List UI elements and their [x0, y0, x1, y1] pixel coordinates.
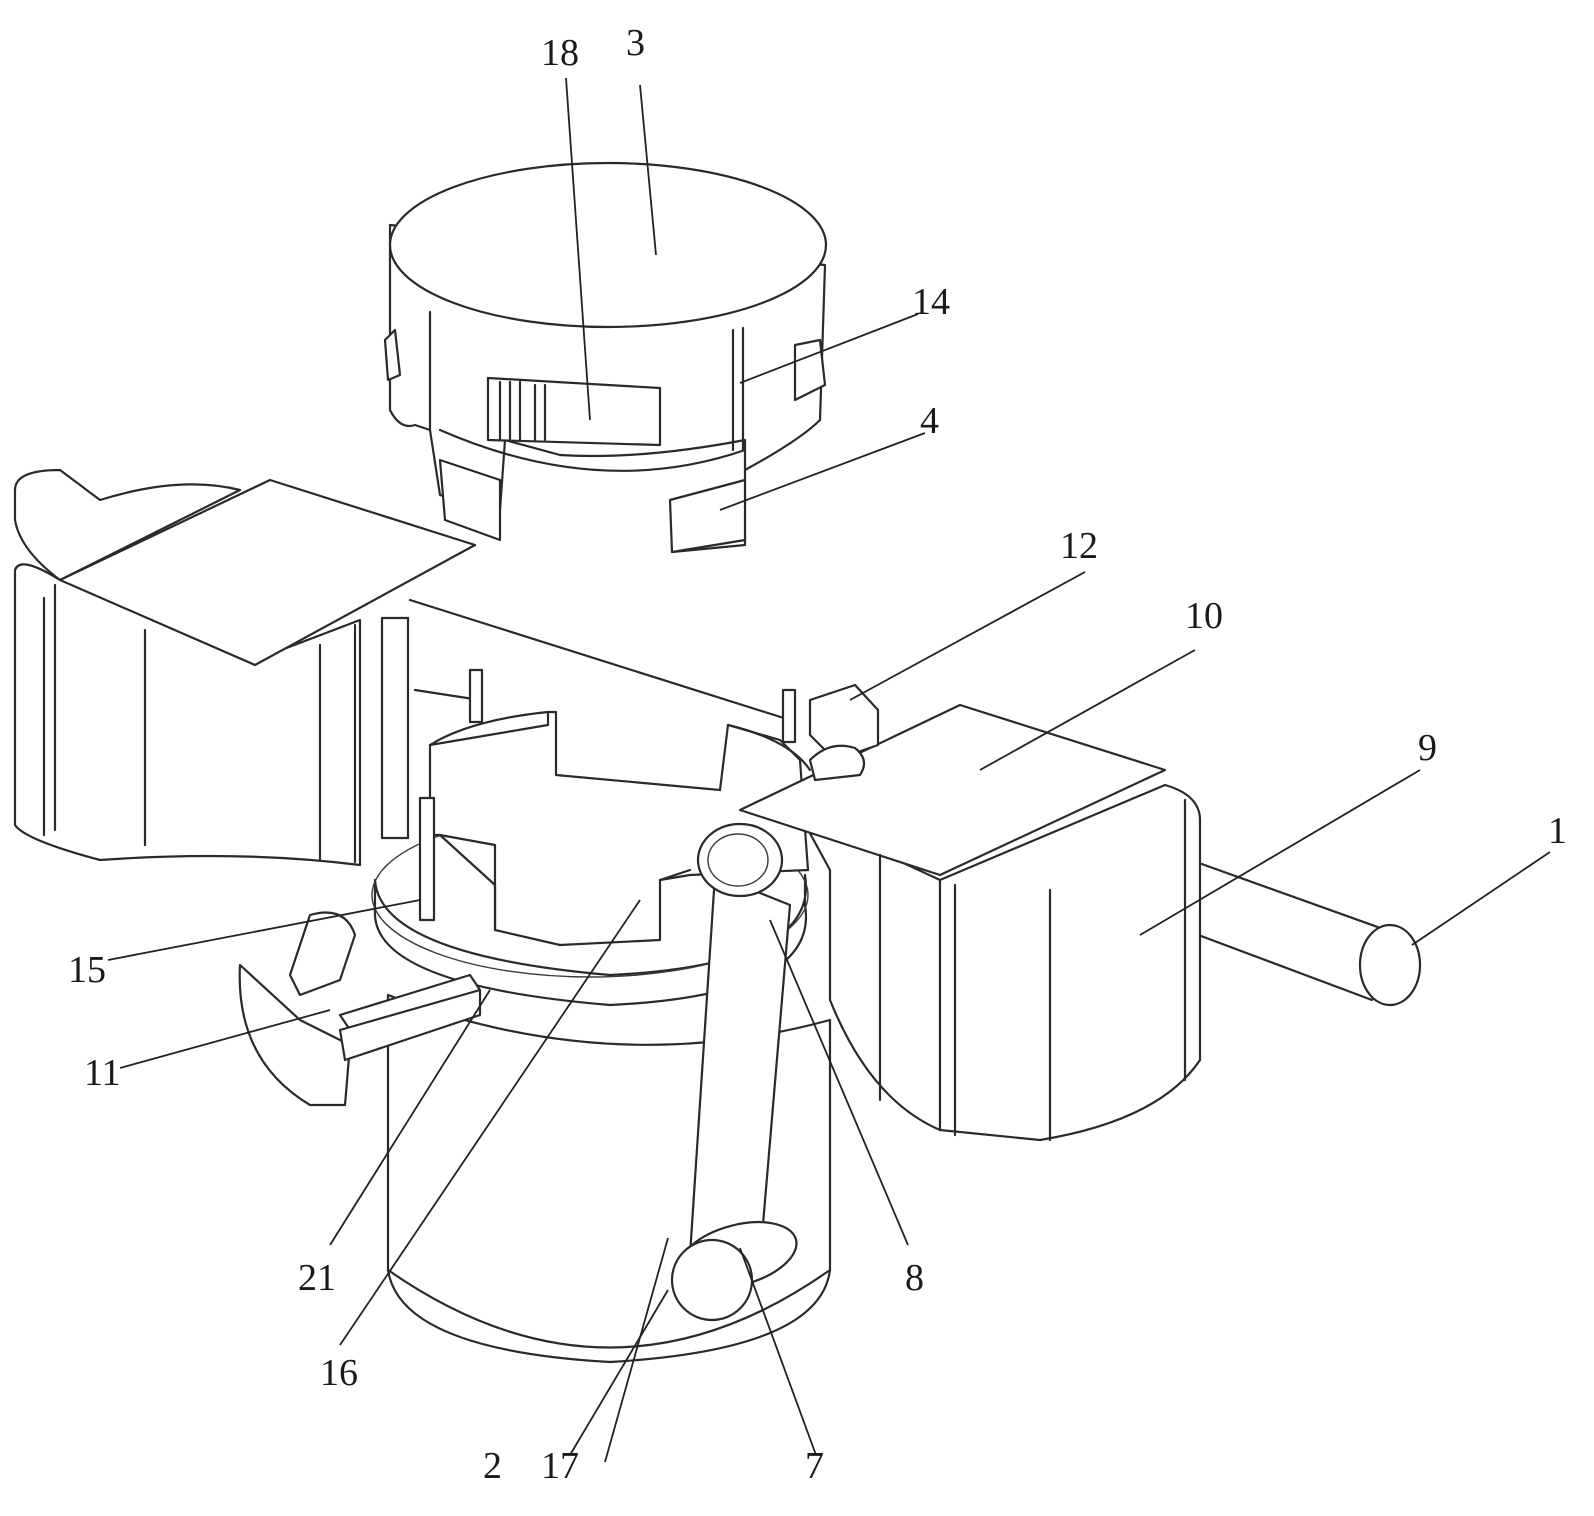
label-12: 12 — [1060, 525, 1098, 567]
pipe-part-7 — [670, 822, 798, 1322]
label-8: 8 — [905, 1257, 924, 1299]
label-2: 2 — [483, 1445, 502, 1487]
guide-posts — [380, 616, 797, 922]
left-housing — [13, 468, 477, 867]
label-18: 18 — [541, 32, 579, 74]
label-7: 7 — [805, 1445, 824, 1487]
label-1: 1 — [1548, 810, 1567, 852]
shaft-part-1 — [1183, 856, 1422, 1007]
label-4: 4 — [920, 400, 939, 442]
label-14: 14 — [912, 281, 950, 323]
label-16: 16 — [320, 1352, 358, 1394]
label-17: 17 — [541, 1445, 579, 1487]
bracket-part-12 — [808, 683, 880, 782]
reference-numerals: 1 2 3 4 7 8 9 10 11 12 14 15 16 17 18 21 — [68, 22, 1567, 1487]
label-11: 11 — [84, 1052, 121, 1094]
impeller-part-11 — [238, 911, 482, 1107]
right-housing-part-9 — [738, 703, 1202, 1142]
inner-cylinder-part-16 — [428, 710, 812, 947]
label-21: 21 — [298, 1257, 336, 1299]
window-part-18 — [486, 376, 662, 447]
top-lid-part-3 — [383, 161, 828, 554]
leader-lines — [107, 77, 1551, 1463]
label-3: 3 — [626, 22, 645, 64]
rear-crossbar — [408, 598, 792, 722]
label-9: 9 — [1418, 727, 1437, 769]
label-15: 15 — [68, 949, 106, 991]
label-10: 10 — [1185, 595, 1223, 637]
